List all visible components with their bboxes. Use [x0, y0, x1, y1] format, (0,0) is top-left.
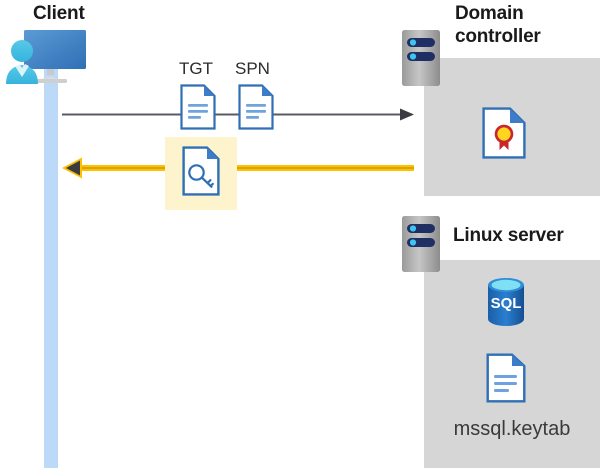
tgt-document-icon [180, 84, 216, 130]
spn-label: SPN [235, 59, 270, 78]
keytab-filename-label: mssql.keytab [453, 418, 571, 440]
spn-document-icon [238, 84, 274, 130]
domain-controller-title-line2: controller [455, 26, 541, 47]
domain-controller-title-line1: Domain [455, 3, 524, 24]
client-lifeline-bar [44, 68, 58, 468]
response-arrow [62, 157, 414, 179]
domain-controller-server-icon [402, 30, 440, 86]
linux-server-icon [402, 216, 440, 272]
certificate-document-icon [482, 107, 526, 159]
sql-label: SQL [491, 295, 522, 312]
sql-database-icon: SQL [484, 277, 528, 327]
tgt-label: TGT [179, 59, 213, 78]
domain-controller-title: Domain controller [455, 2, 585, 48]
client-title: Client [33, 3, 85, 24]
service-ticket-key-document-icon [182, 146, 220, 196]
request-arrow [62, 108, 414, 121]
keytab-document-icon [486, 353, 526, 403]
linux-server-title: Linux server [453, 225, 564, 246]
client-workstation-icon [4, 24, 96, 86]
